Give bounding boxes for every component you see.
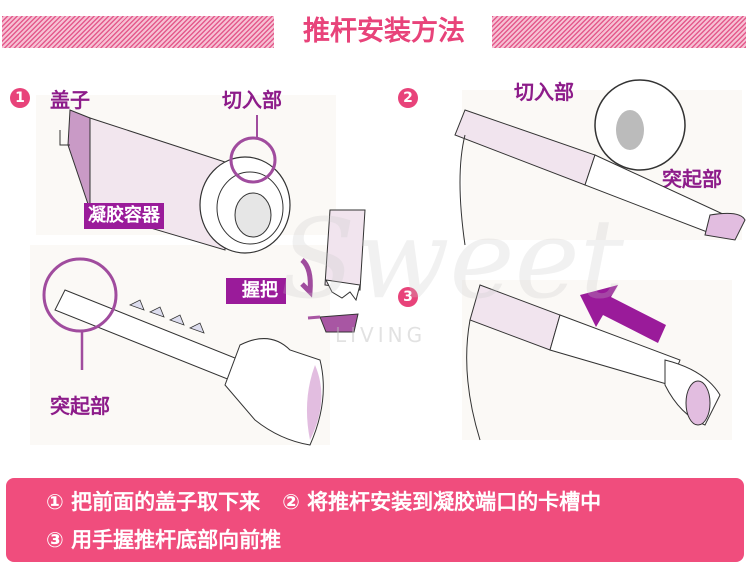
push-rod-drawing xyxy=(42,257,324,446)
protrusion-label-step1: 突起部 xyxy=(50,394,110,418)
step1-badge: 1 xyxy=(10,88,30,108)
header-stripe-left xyxy=(2,16,274,48)
grip-tag: 握把 xyxy=(226,278,286,304)
step3-drawing xyxy=(466,284,721,441)
grip-drawing xyxy=(300,209,366,333)
instruction-step3: ③ 用手握推杆底部向前推 xyxy=(46,528,282,552)
instructions-banner: ① 把前面的盖子取下来 ② 将推杆安装到凝胶端口的卡槽中 ③ 用手握推杆底部向前推 xyxy=(6,478,744,562)
notch-label-step1: 切入部 xyxy=(222,88,282,112)
instruction-step2: ② 将推杆安装到凝胶端口的卡槽中 xyxy=(282,490,602,514)
section-header: 推杆安装方法 xyxy=(0,16,750,48)
step2-drawing xyxy=(454,79,746,246)
page-title: 推杆安装方法 xyxy=(303,16,465,47)
protrusion-label-step2: 突起部 xyxy=(662,167,722,191)
cap-label: 盖子 xyxy=(50,88,90,112)
step2-badge: 2 xyxy=(398,88,418,108)
header-stripe-right xyxy=(492,16,746,48)
instruction-step1: ① 把前面的盖子取下来 xyxy=(46,490,261,514)
instructions-line-1: ① 把前面的盖子取下来 ② 将推杆安装到凝胶端口的卡槽中 xyxy=(46,486,601,516)
instructions-line-2: ③ 用手握推杆底部向前推 xyxy=(46,524,281,554)
notch-label-step2: 切入部 xyxy=(514,80,574,104)
step3-badge: 3 xyxy=(398,287,418,307)
push-direction-arrow-icon xyxy=(580,285,666,343)
gel-container-drawing xyxy=(59,109,291,254)
gel-container-tag: 凝胶容器 xyxy=(84,203,164,229)
